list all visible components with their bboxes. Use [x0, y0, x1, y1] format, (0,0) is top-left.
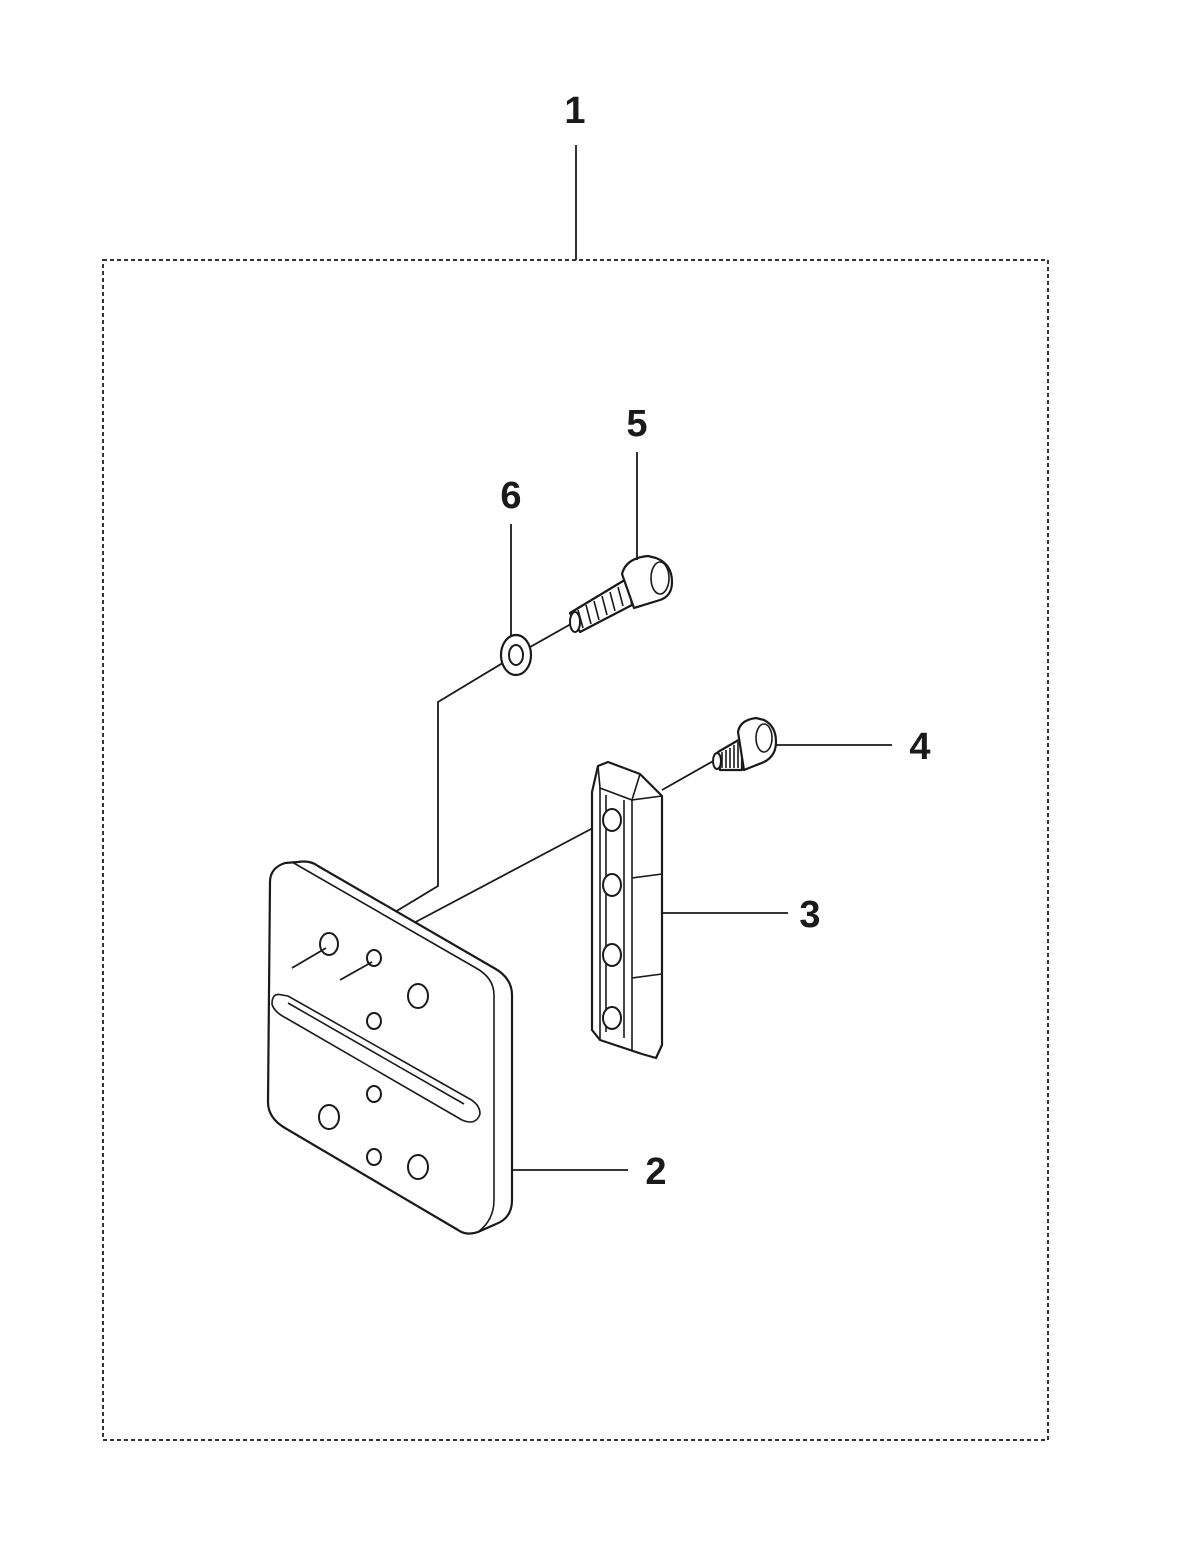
kit-boundary-frame: [102, 259, 1049, 1441]
mounting-plate: [266, 860, 514, 1235]
callout-1-label: 1: [564, 90, 585, 132]
washer: [499, 633, 533, 677]
screw-4-assembly-line: [661, 759, 716, 791]
guide-bar: [590, 760, 664, 1060]
washer-assembly-line: [394, 654, 517, 913]
callout-3-label: 3: [799, 894, 820, 936]
callout-4-label: 4: [909, 726, 930, 768]
small-cap-screw: [712, 716, 778, 772]
callout-5-label: 5: [626, 403, 647, 445]
callout-6-label: 6: [500, 475, 521, 517]
long-cap-screw: [568, 554, 674, 634]
guide-bar-assembly-line: [409, 819, 609, 926]
callout-2-label: 2: [645, 1151, 666, 1193]
